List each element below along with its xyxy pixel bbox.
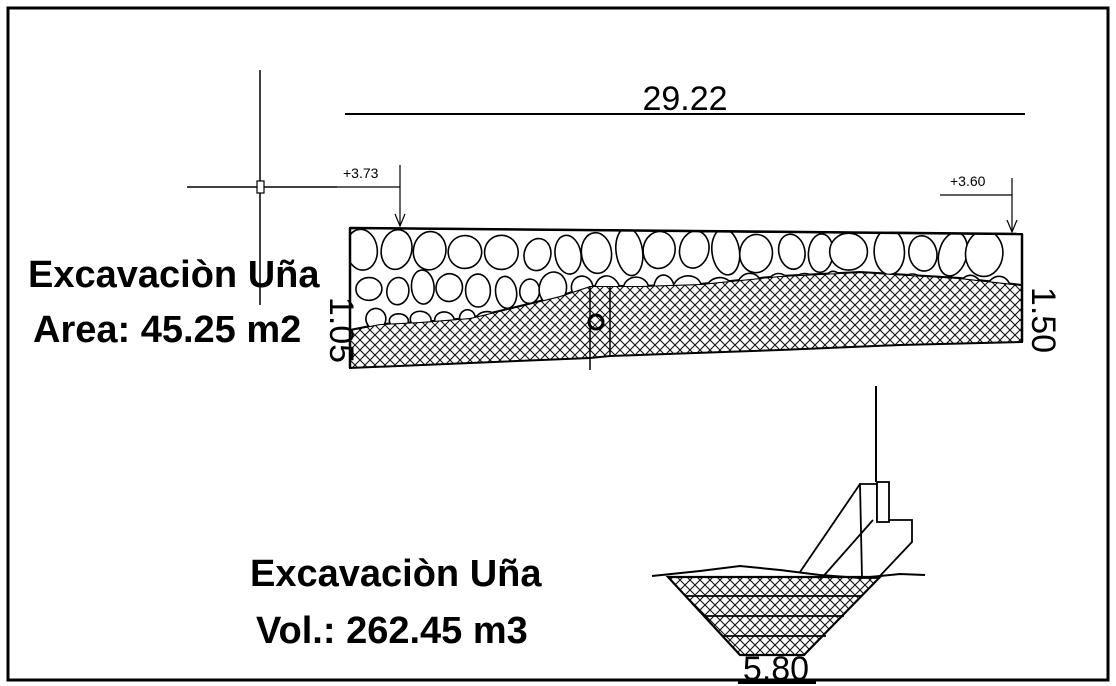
stone — [435, 272, 464, 303]
stone — [523, 237, 552, 272]
cross-section: 5.80 — [651, 386, 926, 686]
elevation-marker-right: +3.60 — [940, 173, 1018, 234]
stone — [828, 232, 869, 271]
length-dimension-text: 29.22 — [642, 80, 727, 118]
area-label: Excavaciòn Uña Area: 45.25 m2 — [28, 254, 320, 351]
stone — [355, 276, 383, 302]
depth-left-text: 1.05 — [322, 297, 360, 363]
elevation-right-text: +3.60 — [950, 173, 986, 189]
length-dimension: 29.22 — [345, 80, 1025, 118]
stone — [412, 230, 447, 271]
volume-title: Excavaciòn Uña — [250, 553, 542, 595]
elevation-marker-left: +3.73 — [337, 165, 406, 228]
stone — [447, 234, 483, 270]
stone — [385, 276, 410, 306]
elevation-left-text: +3.73 — [343, 165, 379, 181]
depth-right-text: 1.50 — [1024, 287, 1062, 353]
stone — [483, 234, 520, 271]
volume-value: Vol.: 262.45 m3 — [256, 610, 528, 652]
stone — [873, 228, 906, 276]
longitudinal-profile — [348, 226, 1024, 370]
stone — [777, 233, 806, 270]
stone — [908, 235, 938, 272]
stone — [464, 273, 492, 308]
area-title: Excavaciòn Uña — [28, 254, 320, 296]
volume-label: Excavaciòn Uña Vol.: 262.45 m3 — [250, 553, 542, 652]
stone — [580, 231, 613, 275]
stone — [410, 269, 435, 305]
stone — [738, 233, 774, 274]
reference-crosshair — [187, 70, 337, 305]
area-value: Area: 45.25 m2 — [33, 309, 301, 351]
drawing-frame — [6, 6, 1110, 682]
stone — [350, 228, 379, 271]
stone — [380, 228, 413, 271]
